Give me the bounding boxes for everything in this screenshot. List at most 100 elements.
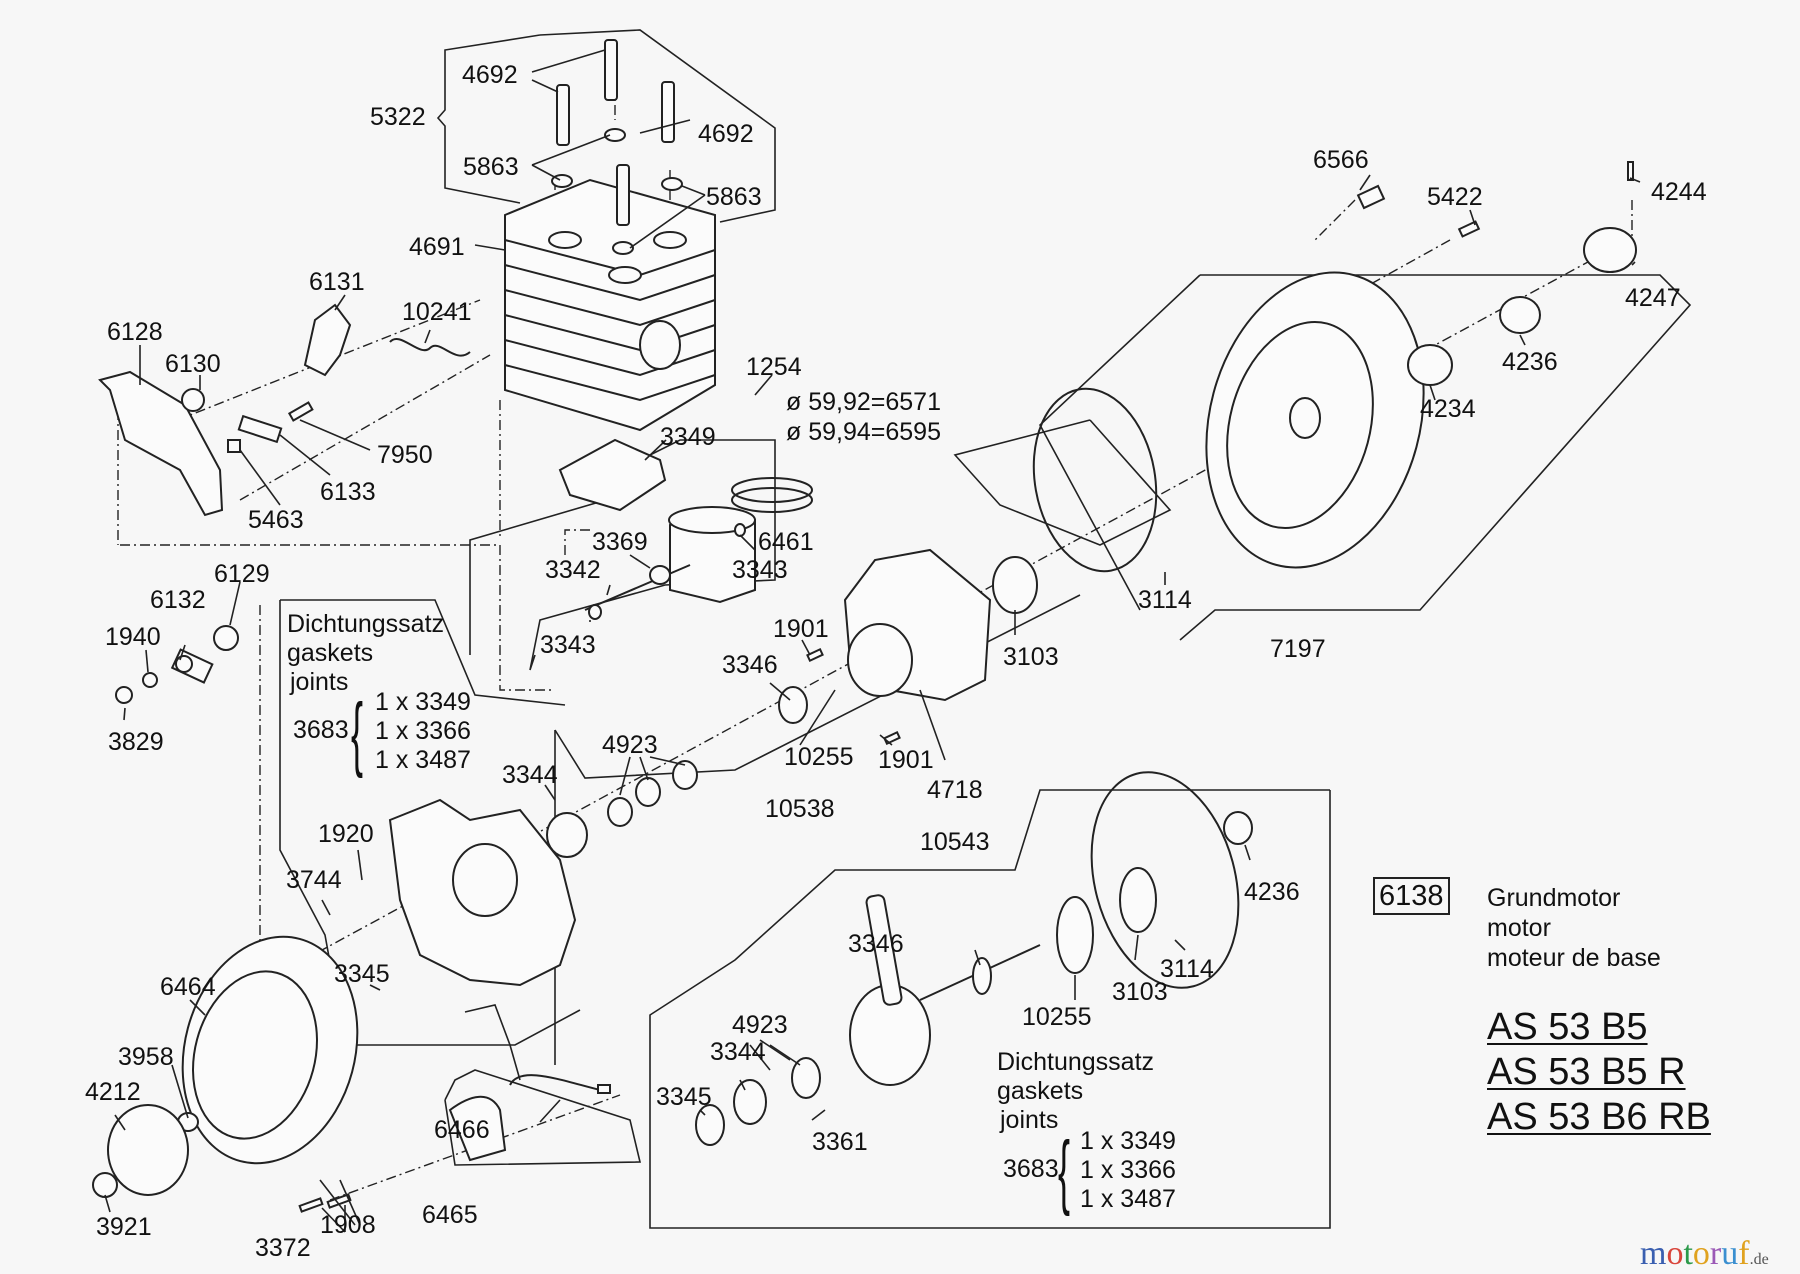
part-label[interactable]: 4718: [927, 776, 983, 804]
part-label[interactable]: 3346: [722, 651, 778, 679]
part-label[interactable]: 5863: [706, 183, 762, 211]
part-label[interactable]: 3346: [848, 930, 904, 958]
watermark-letter: m: [1640, 1235, 1667, 1272]
lever-axis-2: [239, 354, 491, 501]
piston-assembly: [584, 477, 813, 620]
part-label[interactable]: 3372: [255, 1234, 311, 1262]
part-label[interactable]: 6461: [758, 528, 814, 556]
part-label[interactable]: 3345: [334, 960, 390, 988]
part-label[interactable]: 4236: [1502, 348, 1558, 376]
gasket-set-items-right: 1 x 3349 1 x 3366 1 x 3487: [1080, 1127, 1176, 1214]
flywheel-bracket: [464, 1004, 521, 1081]
part-label[interactable]: 6464: [160, 973, 216, 1001]
head-bolts-4692: [551, 39, 683, 255]
part-label: ø 59,92=6571: [786, 388, 941, 416]
part-label[interactable]: 6132: [150, 586, 206, 614]
watermark-suffix: .de: [1749, 1251, 1769, 1268]
gasket-heading-fr: joints: [1000, 1106, 1059, 1134]
part-label[interactable]: 5322: [370, 103, 426, 131]
part-label[interactable]: 3344: [502, 761, 558, 789]
part-label[interactable]: 6133: [320, 478, 376, 506]
brace-icon: {: [351, 685, 364, 780]
part-label[interactable]: 7950: [377, 441, 433, 469]
part-label[interactable]: 3744: [286, 866, 342, 894]
part-label[interactable]: 3369: [592, 528, 648, 556]
part-label[interactable]: 4212: [85, 1078, 141, 1106]
gasket-set-number[interactable]: 3683: [1003, 1155, 1059, 1183]
dashdot-link-2: [564, 529, 590, 555]
part-label[interactable]: 4923: [602, 731, 658, 759]
part-label[interactable]: 10255: [1022, 1003, 1092, 1031]
part-label[interactable]: 6465: [422, 1201, 478, 1229]
watermark-letter: f: [1738, 1235, 1750, 1272]
ignition-module-6465: [298, 1074, 611, 1213]
part-label[interactable]: 5463: [248, 506, 304, 534]
assembly-number-box[interactable]: 6138: [1373, 877, 1450, 915]
part-label[interactable]: 1901: [878, 746, 934, 774]
leader-lines: [104, 49, 1641, 1233]
part-label[interactable]: 3829: [108, 728, 164, 756]
part-label[interactable]: 3921: [96, 1213, 152, 1241]
part-label[interactable]: 3361: [812, 1128, 868, 1156]
gasket-heading-en: gaskets: [997, 1077, 1084, 1105]
part-label[interactable]: 3343: [732, 556, 788, 584]
part-label[interactable]: 4923: [732, 1011, 788, 1039]
part-label[interactable]: 10255: [784, 743, 854, 771]
part-label[interactable]: 5863: [463, 153, 519, 181]
part-label[interactable]: 6128: [107, 318, 163, 346]
part-label[interactable]: 6131: [309, 268, 365, 296]
flywheel-6464: [92, 935, 359, 1198]
part-label[interactable]: 4244: [1651, 178, 1707, 206]
gasket-heading-de: Dichtungssatz: [287, 610, 445, 638]
gasket-item: 1 x 3487: [1080, 1185, 1176, 1213]
part-label[interactable]: 3349: [660, 423, 716, 451]
group-piston-left: [469, 489, 641, 655]
part-label[interactable]: 6130: [165, 350, 221, 378]
part-label[interactable]: 1940: [105, 623, 161, 651]
part-label[interactable]: 10538: [765, 795, 835, 823]
watermark-letter: t: [1683, 1235, 1693, 1272]
group-6465-outline: [444, 1069, 642, 1166]
part-label[interactable]: 3103: [1003, 643, 1059, 671]
watermark-letter: o: [1666, 1235, 1684, 1272]
part-label[interactable]: 3345: [656, 1083, 712, 1111]
gasket-box-1: [280, 599, 566, 706]
part-label[interactable]: 1901: [773, 615, 829, 643]
part-label[interactable]: 10241: [402, 298, 472, 326]
watermark-letter: u: [1721, 1235, 1739, 1272]
part-label[interactable]: 3114: [1160, 955, 1214, 983]
part-label[interactable]: 3342: [545, 556, 601, 584]
part-label[interactable]: 4234: [1420, 395, 1476, 423]
part-label[interactable]: 3344: [710, 1038, 766, 1066]
part-label[interactable]: 3114: [1138, 586, 1192, 614]
part-label[interactable]: 6129: [214, 560, 270, 588]
part-label[interactable]: 3343: [540, 631, 596, 659]
gasket-set-number[interactable]: 3683: [293, 716, 349, 744]
gasket-item: 1 x 3366: [375, 717, 471, 745]
gasket-set-note-left: Dichtungssatz gaskets joints: [287, 610, 444, 697]
watermark-main: motoruf: [1640, 1235, 1750, 1272]
part-label[interactable]: 4236: [1244, 878, 1300, 906]
part-label[interactable]: 4247: [1625, 284, 1681, 312]
part-label[interactable]: 5422: [1427, 183, 1483, 211]
gasket-heading-en: gaskets: [287, 639, 374, 667]
part-label[interactable]: 4691: [409, 233, 465, 261]
part-label[interactable]: 1920: [318, 820, 374, 848]
gasket-item: 1 x 3487: [375, 746, 471, 774]
part-label[interactable]: 4692: [698, 120, 754, 148]
part-label[interactable]: 7197: [1270, 635, 1326, 663]
part-label[interactable]: 1908: [320, 1211, 376, 1239]
part-label[interactable]: 3103: [1112, 978, 1168, 1006]
part-label[interactable]: 1254: [746, 353, 802, 381]
watermark-letter: o: [1692, 1235, 1710, 1272]
crankshaft-assembly: [695, 771, 1253, 1146]
watermark-logo: motoruf.de: [1640, 1235, 1769, 1273]
part-label[interactable]: 4692: [462, 61, 518, 89]
part-label[interactable]: 6566: [1313, 146, 1369, 174]
part-label[interactable]: 6466: [434, 1116, 490, 1144]
part-label[interactable]: 3958: [118, 1043, 174, 1071]
gasket-item: 1 x 3349: [375, 688, 471, 716]
part-label[interactable]: 10543: [920, 828, 990, 856]
group-7197-outline-left: [1039, 274, 1201, 611]
gasket-heading-de: Dichtungssatz: [997, 1048, 1155, 1076]
